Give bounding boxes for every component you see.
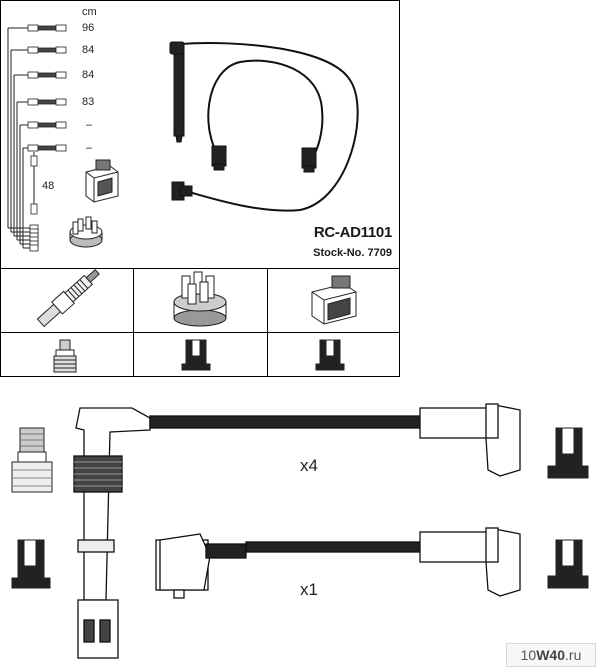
wire-length-6: –	[86, 142, 93, 154]
distributor-cap-mini-icon	[69, 216, 103, 248]
coil-mini-icon	[85, 159, 119, 203]
wire-length-3: 84	[82, 69, 95, 81]
watermark-part-a: 10	[520, 647, 537, 663]
ignition-coil-icon	[311, 275, 357, 325]
distributor-terminal-detail-icon	[11, 539, 51, 589]
wire-length-1: 96	[82, 22, 95, 34]
cap-terminal-profile-icon	[181, 339, 211, 371]
quantity-bottom: x1	[300, 580, 318, 599]
coil-terminal-detail-bottom-icon	[547, 539, 589, 589]
quantity-top: x4	[300, 456, 318, 475]
coil-terminal-detail-top-icon	[547, 427, 589, 479]
site-watermark: 10W40.ru	[506, 643, 596, 667]
distributor-cap-icon	[173, 271, 227, 327]
plug-terminal-profile-icon	[53, 339, 77, 373]
wire-length-5: –	[86, 119, 93, 131]
part-number: RC-AD1101	[313, 224, 392, 241]
coil-wire-length: 48	[42, 180, 55, 192]
spark-plug-icon	[36, 268, 100, 328]
coil-terminal-profile-icon	[315, 339, 345, 371]
plug-terminal-detail-icon	[11, 427, 53, 493]
unit-label: cm	[82, 6, 97, 18]
watermark-part-c: .ru	[565, 647, 582, 663]
stock-number: Stock-No. 7709	[313, 247, 392, 259]
wire-length-2: 84	[82, 44, 95, 56]
wire-length-4: 83	[82, 96, 95, 108]
watermark-part-b: W40	[536, 647, 566, 663]
